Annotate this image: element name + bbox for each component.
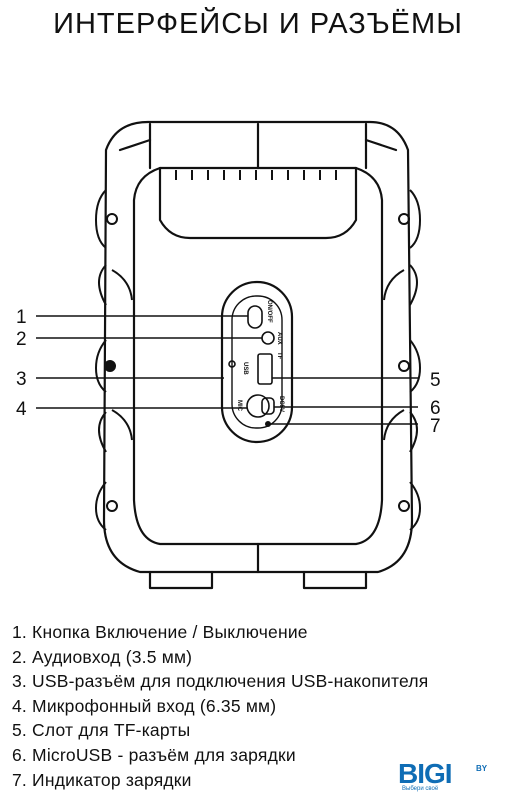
speaker-diagram: ON/OFF AUX TF USB MIC DC5V 1 2 3 4 5 6 7 bbox=[16, 120, 441, 590]
speaker-body-outline bbox=[102, 120, 414, 574]
speaker-inner-frame bbox=[132, 166, 384, 546]
speaker-foot-right bbox=[302, 570, 368, 590]
power-button bbox=[247, 305, 263, 329]
callout-7: 7 bbox=[430, 416, 441, 437]
vent-slots bbox=[175, 170, 337, 180]
legend-item: 1. Кнопка Включение / Выключение bbox=[12, 622, 308, 642]
speaker-foot-left bbox=[148, 570, 214, 590]
side-bumpers-right bbox=[383, 189, 422, 531]
control-panel bbox=[220, 280, 294, 444]
speaker-handle bbox=[158, 166, 358, 240]
legend-item: 7. Индикатор зарядки bbox=[12, 769, 192, 790]
side-bumpers-left bbox=[94, 189, 133, 531]
label-mic: MIC bbox=[236, 400, 242, 412]
bigi-logo: BIGI BY Выбери своё bbox=[398, 758, 508, 794]
mic-jack bbox=[246, 394, 270, 418]
legend-item: 4. Микрофонный вход (6.35 мм) bbox=[12, 695, 277, 716]
logo-tagline: Выбери своё bbox=[402, 786, 439, 792]
microusb-port bbox=[261, 397, 275, 415]
logo-suffix: BY bbox=[476, 764, 488, 773]
label-dc5v: DC5V bbox=[278, 396, 284, 412]
logo-text: BIGI bbox=[398, 758, 453, 789]
callout-lines bbox=[36, 315, 418, 425]
label-tf: TF bbox=[276, 352, 282, 360]
callout-3: 3 bbox=[16, 369, 27, 390]
legend-item: 6. MicroUSB - разъём для зарядки bbox=[12, 744, 296, 765]
callout-5: 5 bbox=[430, 370, 441, 391]
usb-led-dot bbox=[228, 360, 236, 368]
label-on-off: ON/OFF bbox=[266, 300, 272, 323]
callout-4: 4 bbox=[16, 399, 27, 420]
callout-1: 1 bbox=[16, 307, 27, 328]
legend-item: 2. Аудиовход (3.5 мм) bbox=[12, 646, 193, 667]
label-usb: USB bbox=[242, 362, 248, 375]
legend-item: 5. Слот для TF-карты bbox=[12, 720, 191, 741]
legend-item: 3. USB-разъём для подключения USB-накопи… bbox=[12, 671, 429, 692]
tf-slot bbox=[257, 353, 273, 385]
aux-jack bbox=[261, 331, 275, 345]
callout-2: 2 bbox=[16, 329, 27, 350]
callout-6: 6 bbox=[430, 398, 441, 419]
label-aux: AUX bbox=[276, 332, 282, 345]
page-title: ИНТЕРФЕЙСЫ И РАЗЪЁМЫ bbox=[53, 8, 463, 40]
legend-list: 1. Кнопка Включение / Выключение 2. Ауди… bbox=[12, 620, 428, 792]
